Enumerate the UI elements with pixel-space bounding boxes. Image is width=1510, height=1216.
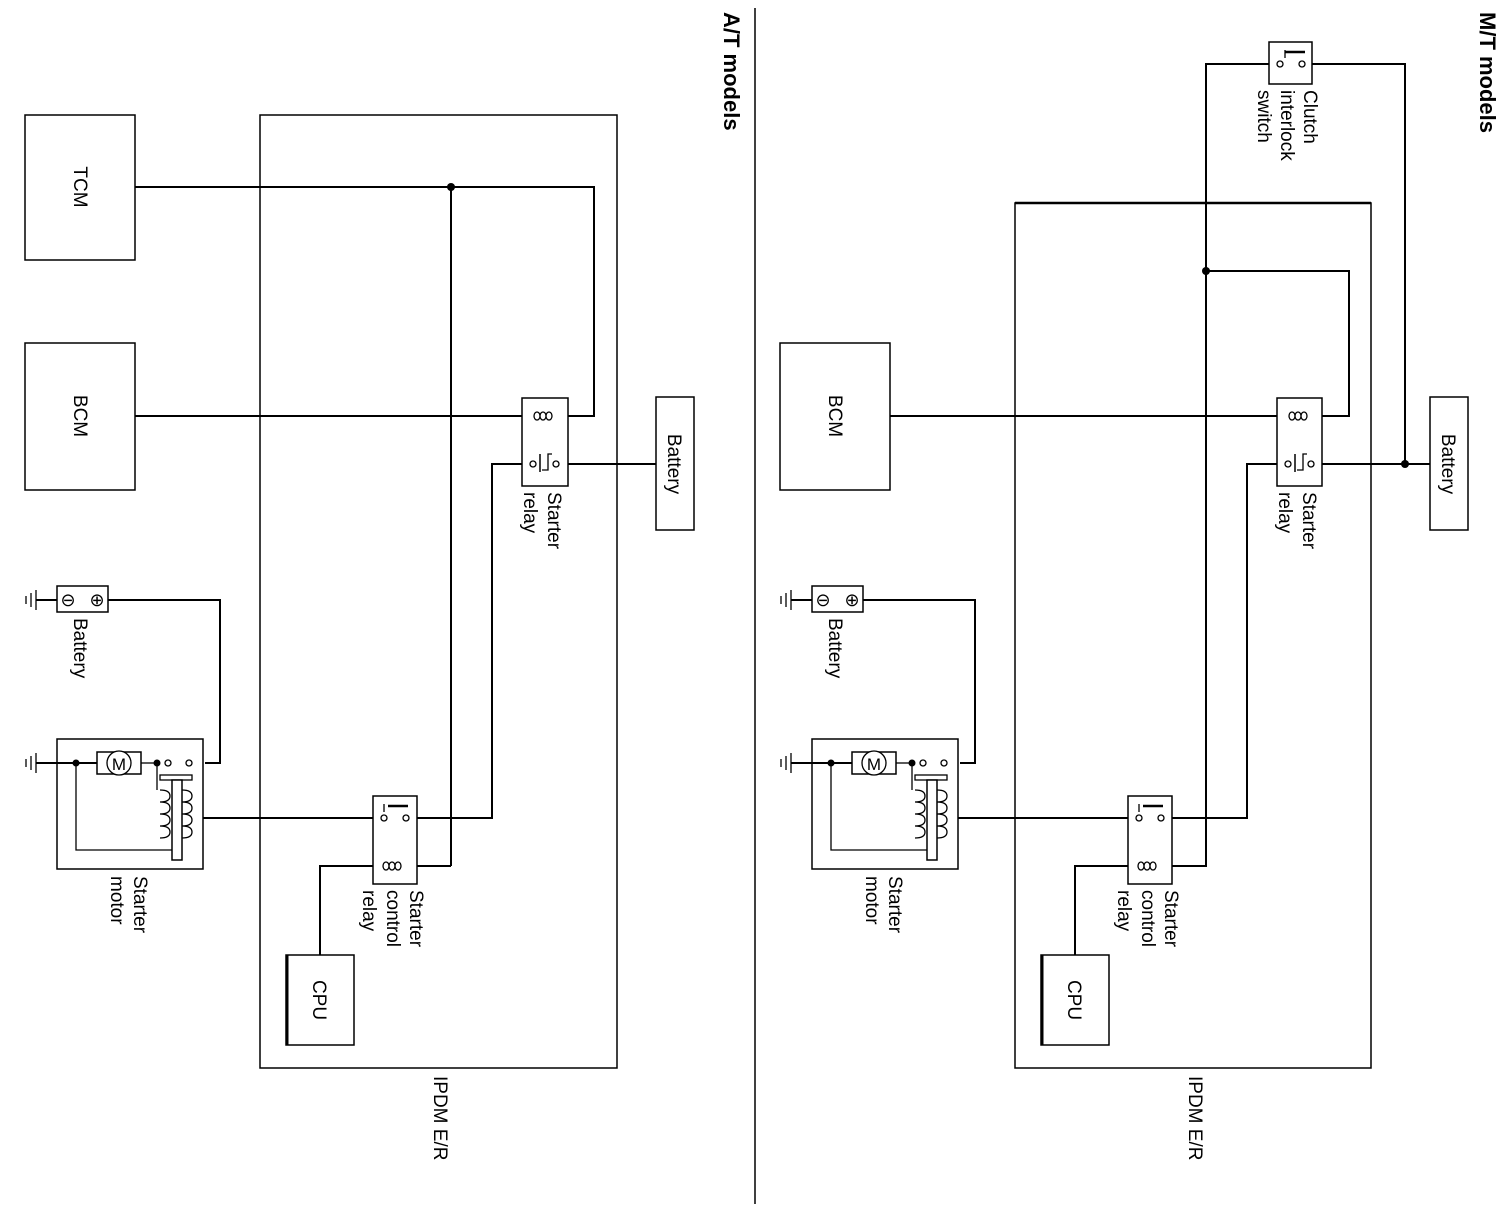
mt-cpu-block: CPU <box>1040 954 1110 1046</box>
mt-cpu-label: CPU <box>1063 980 1084 1020</box>
at-cpu-label: CPU <box>308 980 329 1020</box>
mt-starter-motor-label-1: Starter <box>884 876 905 934</box>
at-models-panel: A/T models IPDM E/R TCM BCM <box>24 12 744 1160</box>
mt-models-panel: M/T models IPDM E/R Clutc <box>779 12 1500 1160</box>
at-starter-relay-label-2: relay <box>519 492 540 534</box>
at-battery-terminal: ⊖ ⊕ <box>25 585 109 613</box>
mt-battery-terminal: ⊖ ⊕ <box>780 585 864 613</box>
motor-icon: M <box>112 755 126 774</box>
at-bcm-label: BCM <box>69 395 90 437</box>
mt-wiring <box>863 63 1430 955</box>
at-battery-terminal-label: Battery <box>69 618 90 679</box>
mt-starter-relay <box>1276 397 1323 487</box>
battery-minus-icon: ⊖ <box>815 590 830 610</box>
battery-minus-icon: ⊖ <box>60 590 75 610</box>
at-starter-control-relay-label-1: Starter <box>405 890 426 948</box>
at-tcm-label: TCM <box>69 166 90 207</box>
mt-starter-control-relay <box>1127 795 1173 885</box>
mt-bcm-label: BCM <box>824 395 845 437</box>
at-starter-motor: M <box>25 738 204 870</box>
at-ipdm-frame <box>259 114 618 1069</box>
mt-clutch-switch-label-3: switch <box>1253 90 1274 143</box>
mt-starter-control-relay-label-2: control <box>1137 890 1158 947</box>
mt-starter-relay-label-1: Starter <box>1298 492 1319 550</box>
at-starter-motor-label-2: motor <box>106 876 127 925</box>
mt-battery-supply: Battery <box>1429 396 1469 531</box>
mt-ipdm-frame <box>1014 202 1372 1069</box>
at-ipdm-label: IPDM E/R <box>429 1076 450 1160</box>
mt-clutch-switch-label-2: interlock <box>1276 90 1297 161</box>
at-starter-relay-label-1: Starter <box>543 492 564 550</box>
at-tcm-module: TCM <box>24 114 136 261</box>
at-junction-dot <box>447 183 455 191</box>
mt-starter-motor: M <box>780 738 959 870</box>
at-panel-title: A/T models <box>719 12 744 131</box>
mt-clutch-interlock-switch <box>1268 41 1313 85</box>
mt-junction-dot <box>1401 460 1409 468</box>
mt-starter-control-relay-label-3: relay <box>1113 890 1134 932</box>
mt-ipdm-label: IPDM E/R <box>1184 1076 1205 1160</box>
mt-starter-control-relay-label-1: Starter <box>1160 890 1181 948</box>
motor-icon: M <box>867 755 881 774</box>
at-starter-control-relay <box>372 795 418 885</box>
battery-plus-icon: ⊕ <box>89 590 104 610</box>
mt-panel-title: M/T models <box>1475 12 1500 133</box>
mt-junction-dot <box>1202 267 1210 275</box>
at-bcm-module: BCM <box>24 342 136 491</box>
at-cpu-block: CPU <box>285 954 355 1046</box>
battery-plus-icon: ⊕ <box>844 590 859 610</box>
mt-starter-motor-label-2: motor <box>861 876 882 925</box>
mt-battery-terminal-label: Battery <box>824 618 845 679</box>
mt-bcm-module: BCM <box>779 342 891 491</box>
mt-starter-relay-label-2: relay <box>1274 492 1295 534</box>
at-battery-label: Battery <box>663 434 684 495</box>
at-starter-relay <box>521 397 569 487</box>
mt-battery-label: Battery <box>1437 434 1458 495</box>
at-wiring <box>108 186 656 955</box>
at-starter-control-relay-label-3: relay <box>358 890 379 932</box>
at-battery-supply: Battery <box>655 396 695 531</box>
mt-clutch-switch-label-1: Clutch <box>1299 90 1320 144</box>
at-starter-motor-label-1: Starter <box>129 876 150 934</box>
at-starter-control-relay-label-2: control <box>382 890 403 947</box>
